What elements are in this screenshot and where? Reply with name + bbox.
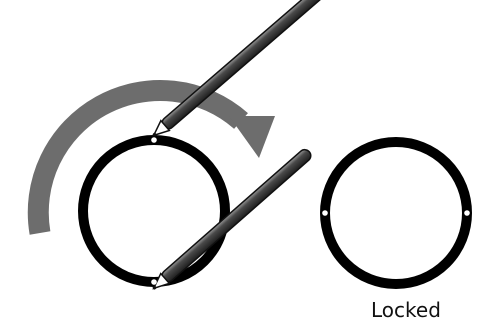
pen-icon (149, 147, 314, 294)
pin-hole (322, 210, 328, 216)
pin-hole (151, 137, 157, 143)
pin-hole (151, 279, 157, 285)
locked-caption: Locked (371, 298, 441, 322)
right-ring-locked (322, 142, 470, 284)
left-ring (83, 140, 225, 282)
pin-hole (464, 210, 470, 216)
